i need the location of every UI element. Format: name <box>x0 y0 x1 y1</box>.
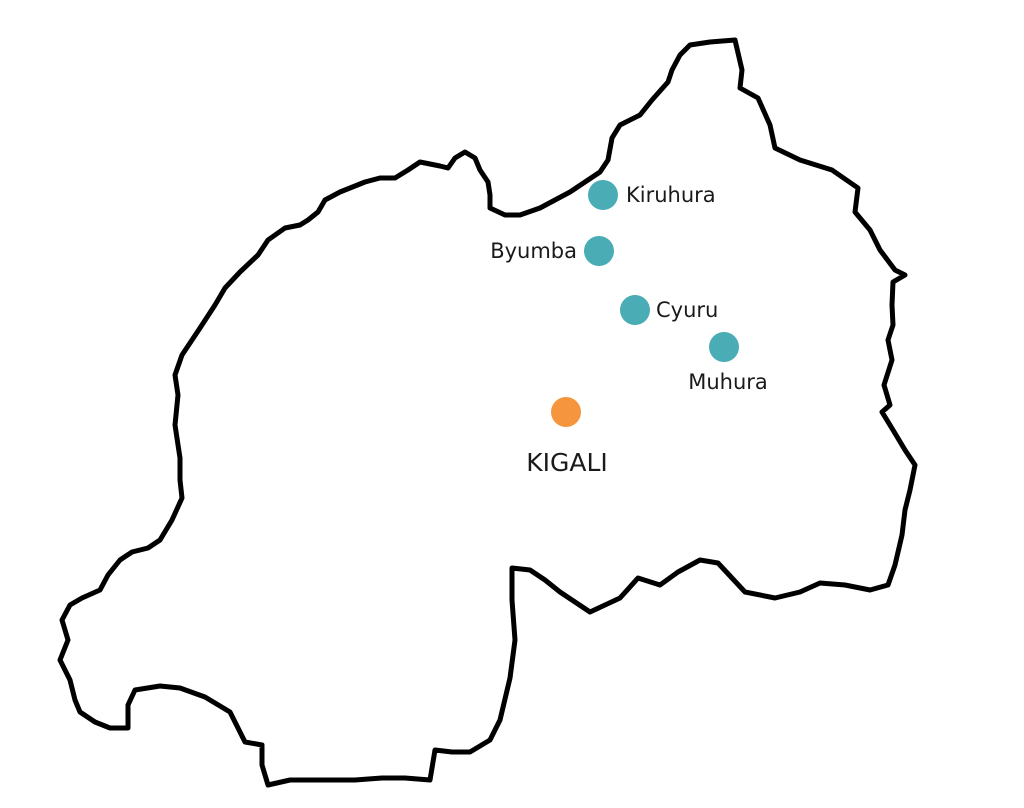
kigali-marker[interactable] <box>551 397 581 427</box>
country-border <box>57 37 918 788</box>
kigali-label: KIGALI <box>526 448 608 477</box>
byumba-label: Byumba <box>490 239 577 263</box>
kiruhura-label: Kiruhura <box>626 183 716 207</box>
cyuru-label: Cyuru <box>656 298 718 322</box>
byumba-marker[interactable] <box>584 236 614 266</box>
cyuru-marker[interactable] <box>620 295 650 325</box>
kiruhura-marker[interactable] <box>588 180 618 210</box>
muhura-label: Muhura <box>688 370 768 394</box>
muhura-marker[interactable] <box>709 332 739 362</box>
